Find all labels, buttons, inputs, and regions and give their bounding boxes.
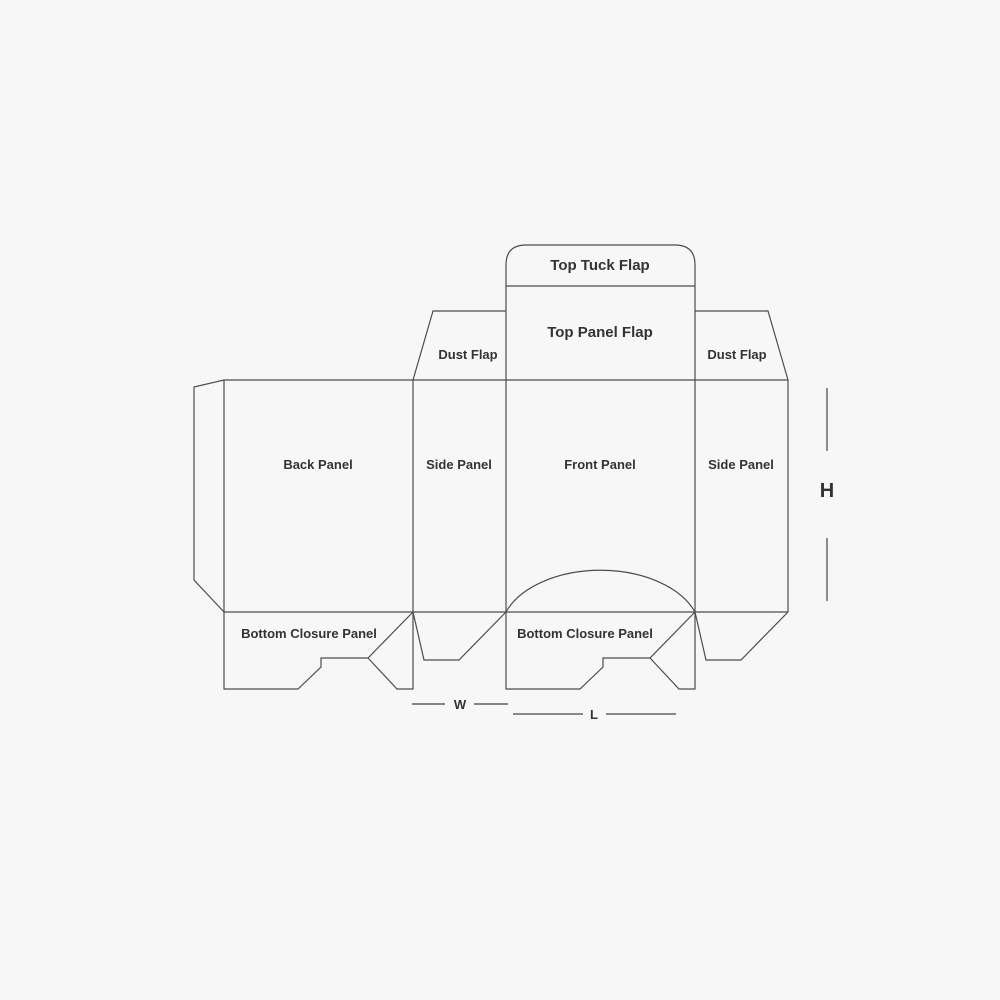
top-tuck-flap-label: Top Tuck Flap [550, 257, 649, 274]
glue-flap [193, 379, 225, 613]
bottom-closure-right-lock [649, 612, 696, 690]
height-dimension-label: H [820, 480, 834, 502]
thumb-notch-arc [505, 569, 696, 613]
top-panel-flap-label: Top Panel Flap [547, 324, 653, 341]
bottom-closure-left-lock [367, 612, 414, 690]
bottom-closure-left-label: Bottom Closure Panel [241, 626, 377, 641]
dust-flap-left-label: Dust Flap [438, 347, 497, 362]
front-panel-label: Front Panel [564, 457, 636, 472]
dust-flap-right-label: Dust Flap [707, 347, 766, 362]
bottom-closure-left-outline [223, 611, 414, 690]
back-panel-label: Back Panel [283, 457, 352, 472]
width-dimension-label: W [454, 697, 467, 712]
bottom-closure-right-label: Bottom Closure Panel [517, 626, 653, 641]
dust-flap-left-outline [412, 310, 506, 381]
bottom-closure-right-outline [505, 611, 696, 690]
side-panel-left-label: Side Panel [426, 457, 492, 472]
side-panel-right-label: Side Panel [708, 457, 774, 472]
bottom-dust-flap-right [694, 611, 789, 661]
dust-flap-right-outline [695, 310, 789, 381]
bottom-dust-flap-left [412, 611, 507, 661]
length-dimension-label: L [590, 707, 598, 722]
top-panel-flap-outline [505, 244, 696, 380]
